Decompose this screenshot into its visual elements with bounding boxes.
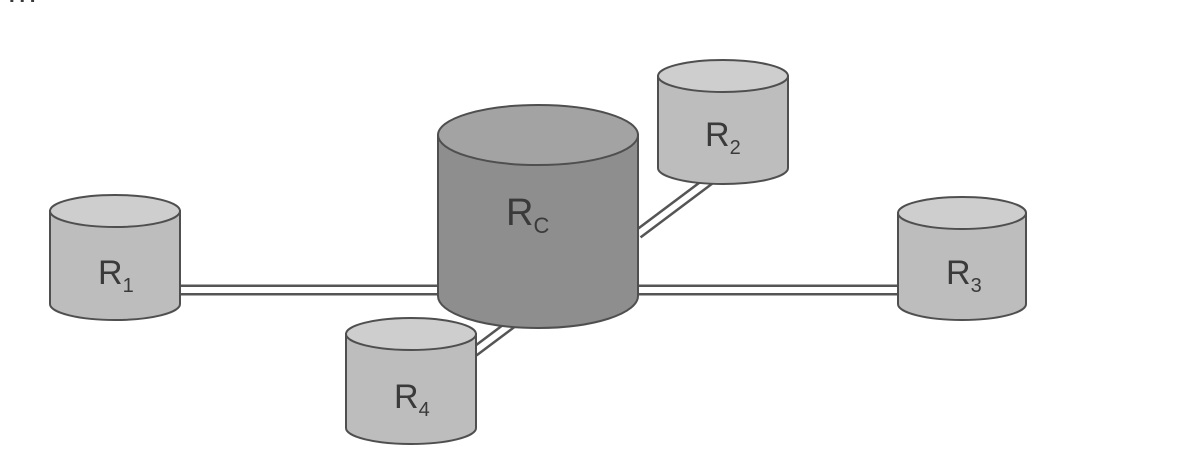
node-label-r4: R4 — [394, 378, 430, 421]
database-r3: R3 — [897, 196, 1027, 321]
database-r4: R4 — [345, 317, 477, 445]
node-label-r2: R2 — [705, 116, 741, 159]
database-r1: R1 — [49, 194, 181, 321]
node-label-center: RC — [506, 192, 549, 238]
database-r2: R2 — [657, 59, 789, 185]
node-label-r3: R3 — [946, 254, 982, 297]
figure-label: m — [8, 0, 36, 10]
node-label-r1: R1 — [98, 254, 134, 297]
database-center: RC — [437, 104, 639, 329]
